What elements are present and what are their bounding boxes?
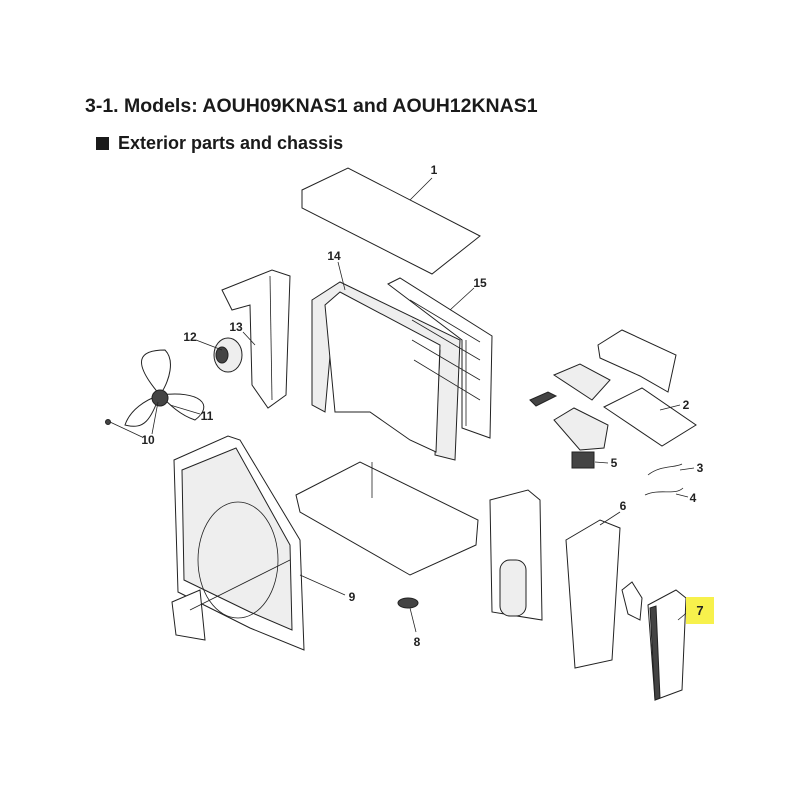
part-partition	[565, 511, 621, 669]
part-3	[647, 463, 695, 476]
part-motor-bracket	[221, 269, 291, 409]
callout-2: 2	[682, 398, 690, 412]
part-right-panel	[621, 581, 691, 701]
part-8	[397, 597, 419, 633]
page-title: 3-1. Models: AOUH09KNAS1 and AOUH12KNAS1	[85, 95, 538, 117]
bullet-square-icon	[96, 137, 109, 150]
callout-5: 5	[610, 456, 618, 470]
callout-14: 14	[327, 249, 341, 263]
callout-10: 10	[141, 433, 155, 447]
part-base-pan	[295, 461, 479, 576]
callout-13: 13	[229, 320, 243, 334]
callout-9: 9	[348, 590, 356, 604]
part-front-panel	[171, 435, 346, 651]
part-5	[571, 451, 609, 469]
callout-11: 11	[200, 409, 214, 423]
part-top-panel	[301, 167, 481, 275]
callout-6: 6	[619, 499, 627, 513]
callout-1: 1	[430, 163, 438, 177]
section-heading: Exterior parts and chassis	[96, 133, 343, 154]
part-compressor-assembly	[489, 489, 543, 621]
callout-15: 15	[473, 276, 487, 290]
part-rear-guard	[387, 277, 493, 439]
callout-4: 4	[689, 491, 697, 505]
part-propeller-fan	[105, 349, 205, 438]
callout-8: 8	[413, 635, 421, 649]
part-4	[644, 487, 689, 498]
part-control-box	[529, 329, 697, 451]
callout-7-highlighted: 7	[686, 597, 714, 624]
part-fan-motor	[195, 337, 243, 373]
part-heat-exchanger	[311, 261, 461, 461]
callout-12: 12	[183, 330, 197, 344]
section-heading-text: Exterior parts and chassis	[118, 133, 344, 153]
callout-3: 3	[696, 461, 704, 475]
